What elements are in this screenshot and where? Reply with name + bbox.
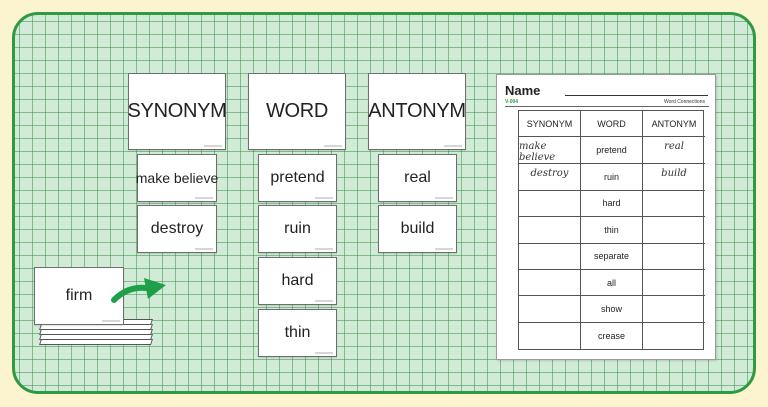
table-cell: all [581,269,643,297]
table-cell [519,190,581,218]
antonym-card[interactable]: real [378,154,457,202]
word-card[interactable]: ruin [258,205,337,253]
table-cell: crease [581,322,643,349]
deck-top-card-label: firm [65,287,93,304]
antonym-header-card[interactable]: ANTONYM [368,73,466,150]
table-cell [643,191,705,218]
table-cell: build [643,164,705,191]
synonym-card-label: destroy [150,220,204,237]
worksheet: Name V-004 Word Connections SYNONYM WORD… [496,74,716,360]
word-card[interactable]: thin [258,309,337,357]
table-header-word: WORD [581,111,643,138]
table-cell: make believe [519,137,581,165]
synonym-card[interactable]: destroy [137,205,217,253]
synonym-card[interactable]: make believe [135,154,219,202]
table-cell: hard [581,190,643,218]
table-header-synonym: SYNONYM [519,111,581,138]
table-cell: real [643,137,705,165]
table-cell: separate [581,243,643,270]
worksheet-table: SYNONYM WORD ANTONYM make believe preten… [518,110,705,350]
antonym-card[interactable]: build [378,205,457,253]
table-cell [519,322,581,349]
antonym-header-label: ANTONYM [368,100,466,122]
table-cell [643,296,705,323]
worksheet-code: V-004 [505,99,519,105]
table-cell [519,217,581,244]
table-cell [643,270,705,297]
word-card-label: ruin [284,220,311,237]
table-cell: thin [581,217,643,244]
antonym-card-label: build [400,220,435,237]
table-cell [519,296,581,323]
table-cell: show [581,296,643,323]
synonym-header-card[interactable]: SYNONYM [127,73,227,150]
word-header-label: WORD [265,100,329,122]
antonym-card-label: real [404,169,431,186]
synonym-card-label: make believe [135,170,219,186]
table-cell: ruin [581,164,643,191]
word-card-label: hard [281,272,314,289]
table-cell: destroy [519,164,581,191]
worksheet-subtitle: Word Connections [663,99,705,105]
table-cell: pretend [581,137,643,165]
table-cell [643,244,705,270]
name-line [565,95,708,96]
table-cell [643,323,705,349]
word-card-label: pretend [270,169,325,186]
word-card-label: thin [284,324,311,341]
synonym-header-label: SYNONYM [127,100,227,122]
word-card[interactable]: hard [258,257,337,305]
table-header-antonym: ANTONYM [643,111,705,138]
table-cell [643,217,705,244]
deck-top-card[interactable]: firm [34,267,124,325]
word-header-card[interactable]: WORD [248,73,346,150]
table-cell [519,269,581,297]
divider [505,106,709,107]
arrow-right-curved-icon [111,278,166,303]
table-cell [519,243,581,270]
worksheet-name-label: Name [505,83,541,98]
word-card[interactable]: pretend [258,154,337,202]
